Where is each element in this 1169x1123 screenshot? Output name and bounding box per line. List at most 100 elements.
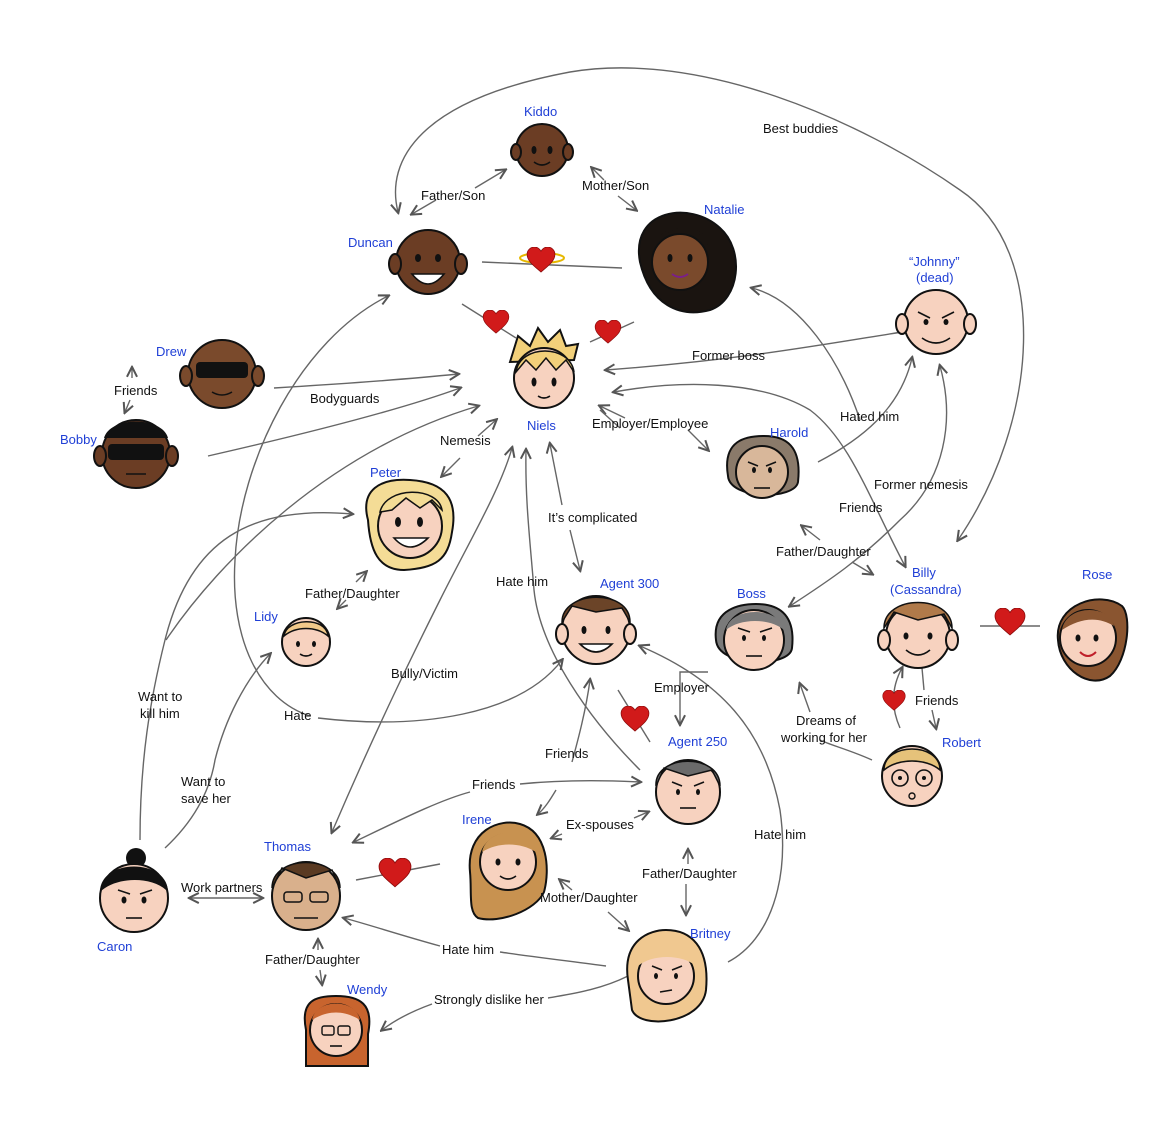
avatar-natalie[interactable] (637, 211, 737, 314)
label-father-daughter-thomas-wendy: Father/Daughter (265, 952, 360, 967)
label-employer-employee: Employer/Employee (592, 416, 708, 431)
name-duncan: Duncan (348, 235, 393, 250)
edge-drew-bobby (125, 368, 132, 412)
name-rose: Rose (1082, 567, 1112, 582)
name-boss: Boss (737, 586, 766, 601)
label-strongly-dislike: Strongly dislike her (434, 992, 544, 1007)
label-its-complicated: It’s complicated (548, 510, 637, 525)
name-harold: Harold (770, 425, 808, 440)
name-johnny: “Johnny” (909, 254, 960, 269)
edge-kiddo-natalie (592, 168, 636, 210)
avatar-boss[interactable] (714, 602, 794, 671)
avatar-johnny[interactable] (895, 289, 977, 355)
name-thomas: Thomas (264, 839, 311, 854)
avatar-bobby[interactable] (93, 419, 179, 489)
name-lidy: Lidy (254, 609, 278, 624)
label-dreams: Dreams of (796, 713, 856, 728)
label-friends-agent300-irene: Friends (545, 746, 589, 761)
avatar-caron[interactable] (99, 848, 169, 933)
avatar-rose[interactable] (1056, 598, 1129, 682)
label-hate: Hate (284, 708, 311, 723)
avatar-duncan[interactable] (388, 229, 468, 295)
name-labels: Kiddo Natalie Duncan “Johnny” (dead) Dre… (60, 104, 1112, 997)
label-hate-him-britney-thomas: Hate him (442, 942, 494, 957)
name-niels: Niels (527, 418, 556, 433)
label-father-daughter-harold-billy: Father/Daughter (776, 544, 871, 559)
name-natalie: Natalie (704, 202, 744, 217)
heart-icon (994, 608, 1026, 636)
name-peter: Peter (370, 465, 402, 480)
label-mother-son: Mother/Son (582, 178, 649, 193)
edge-dreams (800, 684, 873, 761)
edge-agent300-niels-up (599, 409, 621, 429)
edge-strongly-dislike (382, 975, 629, 1030)
edge-bodyguards-bobby (207, 388, 460, 457)
label-father-daughter-peter-lidy: Father/Daughter (305, 586, 400, 601)
label-friends-harold-billy: Friends (839, 500, 883, 515)
edge-duncan-natalie-couple (481, 261, 623, 269)
edge-its-complicated (550, 444, 580, 570)
edge-friends-thomas-agent250 (354, 781, 640, 842)
edge-hate-him-britney-agent300 (640, 646, 784, 963)
label-want-to-save: Want to (181, 774, 225, 789)
label-hated-him: Hated him (840, 409, 899, 424)
heart-icon (378, 858, 412, 888)
edge-hate-caron-duncan (233, 296, 388, 717)
name-kiddo: Kiddo (524, 104, 557, 119)
label-ex-spouses: Ex-spouses (566, 817, 634, 832)
label-friends-billy-robert: Friends (915, 693, 959, 708)
edge-thomas-wendy (318, 940, 322, 984)
label-father-son: Father/Son (421, 188, 485, 203)
faces (93, 123, 1129, 1067)
label-bully-victim: Bully/Victim (391, 666, 458, 681)
avatar-wendy[interactable] (303, 994, 371, 1067)
avatar-thomas[interactable] (271, 861, 341, 931)
edge-duncan-kiddo (412, 170, 505, 214)
avatar-robert[interactable] (881, 745, 943, 807)
avatar-niels[interactable] (508, 325, 580, 409)
name-britney: Britney (690, 926, 731, 941)
edge-friends-billy-robert (921, 667, 936, 728)
avatar-agent300[interactable] (555, 595, 637, 665)
name-robert: Robert (942, 735, 981, 750)
avatar-billy[interactable] (877, 601, 959, 669)
name-billy-alias: (Cassandra) (890, 582, 962, 597)
name-irene: Irene (462, 812, 492, 827)
label-hate-him-niels: Hate him (496, 574, 548, 589)
edge-bodyguards-drew (273, 374, 458, 389)
name-wendy: Wendy (347, 982, 388, 997)
label-father-daughter-agent250-britney: Father/Daughter (642, 866, 737, 881)
label-hate-him-britney-agent300: Hate him (754, 827, 806, 842)
label-want-to-kill-2: kill him (140, 706, 180, 721)
avatar-kiddo[interactable] (510, 123, 574, 177)
label-friends-thomas-agent250: Friends (472, 777, 516, 792)
edge-irene-britney (560, 880, 628, 930)
avatar-lidy[interactable] (281, 617, 331, 667)
avatar-irene[interactable] (468, 821, 548, 921)
edge-nemesis (442, 420, 496, 476)
edge-bully-victim (332, 448, 512, 832)
edge-father-daughter-harold-billy (802, 526, 872, 574)
heart-icon (482, 310, 510, 334)
label-best-buddies: Best buddies (763, 121, 839, 136)
label-dreams-2: working for her (780, 730, 868, 745)
label-former-boss: Former boss (692, 348, 765, 363)
avatar-peter[interactable] (365, 478, 455, 572)
avatar-agent250[interactable] (655, 759, 721, 825)
edge-former-boss (606, 331, 903, 370)
edge-natalie-billy (752, 288, 861, 421)
hearts (378, 247, 1026, 888)
heart-icon (594, 320, 622, 344)
edge-ex-spouses (552, 812, 648, 838)
avatar-harold[interactable] (726, 434, 800, 499)
label-work-partners: Work partners (181, 880, 263, 895)
avatar-britney[interactable] (626, 928, 708, 1023)
label-bodyguards: Bodyguards (310, 391, 380, 406)
edge-want-to-save (164, 654, 270, 849)
name-johnny-status: (dead) (916, 270, 954, 285)
label-former-nemesis: Former nemesis (874, 477, 968, 492)
edge-friends-harold-niels-billy (614, 383, 905, 566)
avatar-drew[interactable] (179, 339, 265, 409)
